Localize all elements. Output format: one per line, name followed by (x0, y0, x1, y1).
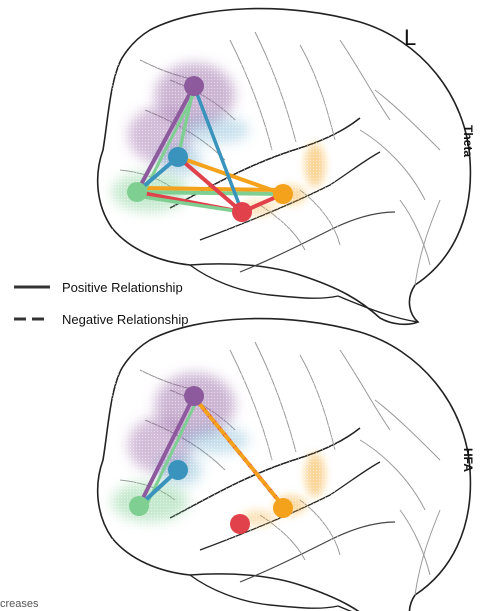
node-orange-theta (273, 184, 293, 204)
band-label-hfa: HFA (461, 448, 475, 472)
node-purple-hfa (184, 386, 204, 406)
band-label-theta: Theta (461, 125, 475, 157)
node-orange-hfa (273, 498, 293, 518)
hfa-panel: HFA (98, 319, 475, 611)
legend-positive-label: Positive Relationship (62, 280, 183, 295)
node-blue-hfa (168, 460, 188, 480)
activation-regions-theta (110, 60, 340, 230)
node-green-theta (127, 182, 147, 202)
node-red-hfa (230, 514, 250, 534)
node-red-theta (232, 202, 252, 222)
activation-regions-hfa (110, 370, 340, 540)
node-blue-theta (168, 147, 188, 167)
node-green-hfa (129, 496, 149, 516)
edge-green-orange (137, 192, 283, 194)
legend: Positive Relationship Negative Relations… (14, 280, 188, 327)
hemisphere-label: L (404, 25, 416, 50)
theta-panel: L Theta (98, 9, 475, 325)
footer-fragment: creases (0, 598, 39, 610)
legend-negative-label: Negative Relationship (62, 312, 188, 327)
node-purple-theta (184, 76, 204, 96)
